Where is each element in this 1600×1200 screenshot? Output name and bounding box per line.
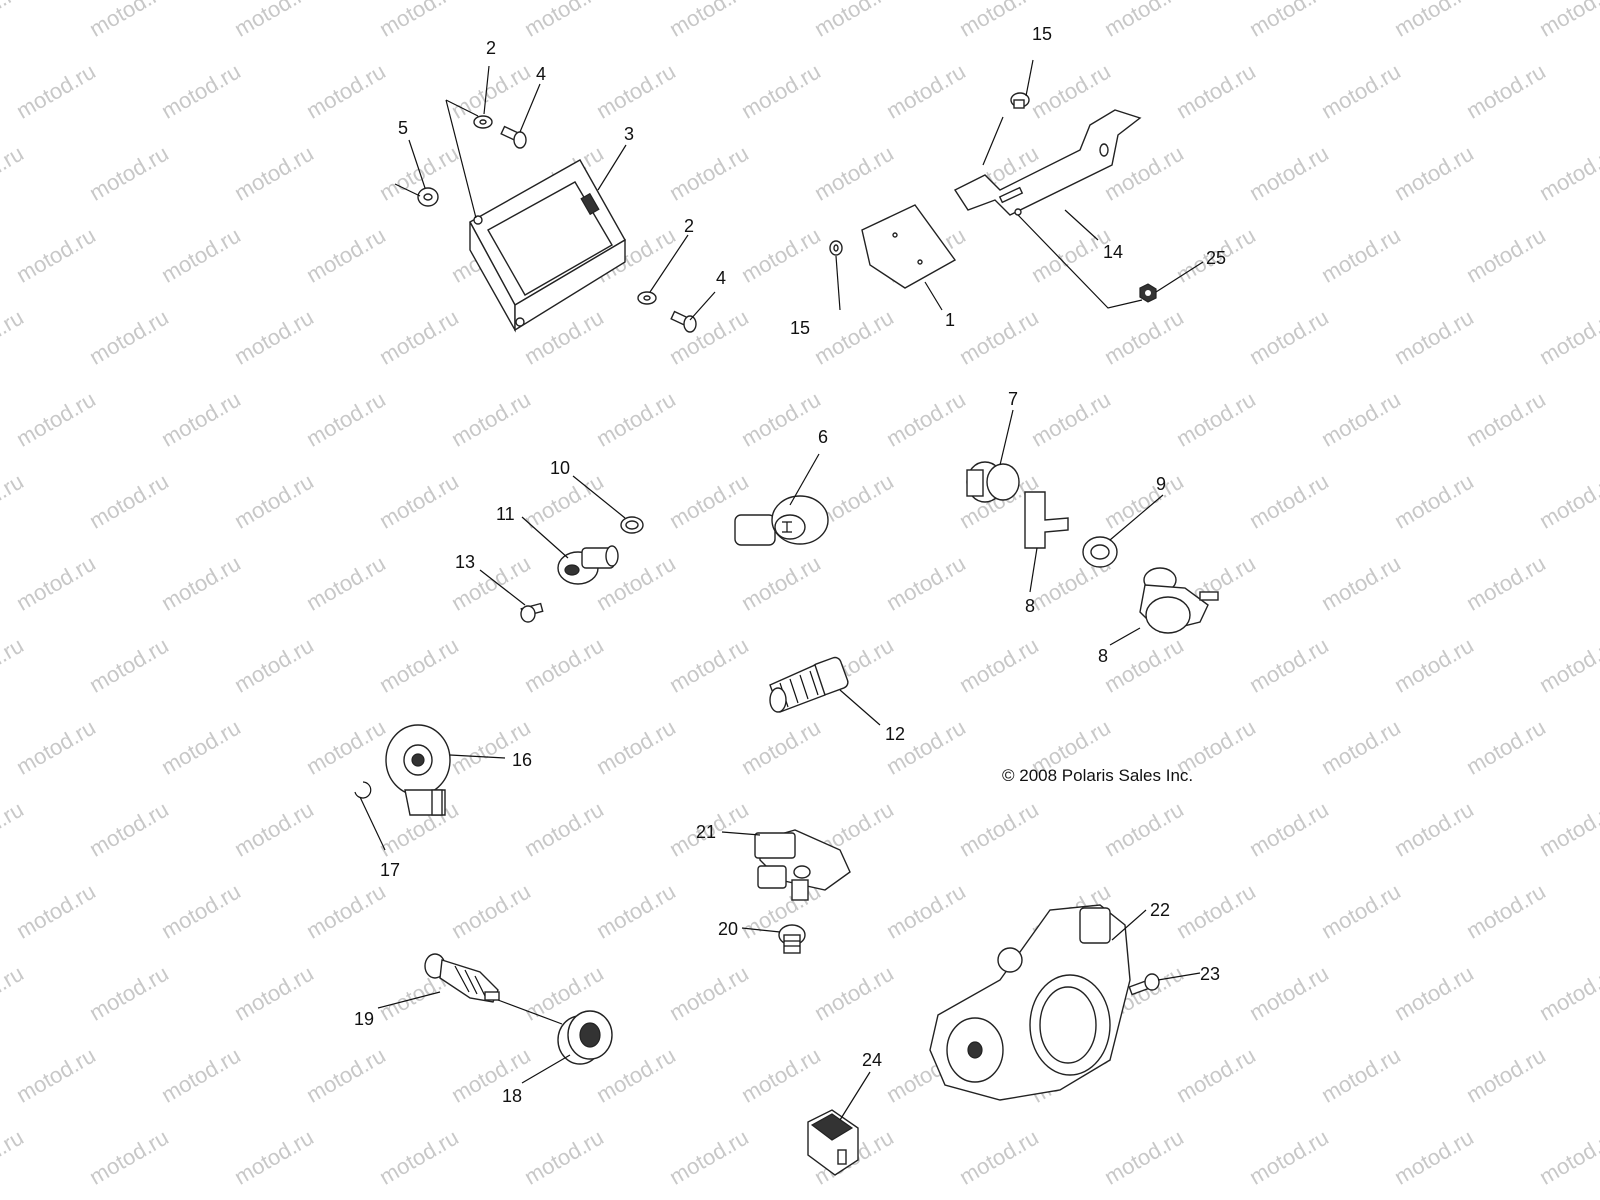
ecu-module-part: [469, 159, 626, 333]
copyright-notice: © 2008 Polaris Sales Inc.: [1002, 766, 1194, 785]
seal-ring-part: [620, 516, 644, 534]
callout-25: 25: [1206, 248, 1226, 268]
callout-23: 23: [1200, 964, 1220, 984]
callout-13: 13: [455, 552, 475, 572]
switch-part: [807, 1109, 859, 1176]
callout-11: 11: [496, 504, 515, 524]
rubber-grommet-part: [557, 1010, 613, 1065]
oxygen-sensor-part: [424, 953, 500, 1003]
callout-8: 8: [1098, 646, 1108, 666]
callout-16: 16: [512, 750, 532, 770]
callout-18: 18: [502, 1086, 522, 1106]
grommet-part: [417, 187, 439, 207]
callout-22: 22: [1150, 900, 1170, 920]
callout-1: 1: [945, 310, 955, 330]
leader-lines: [359, 59, 1204, 1121]
bracket-part: [953, 109, 1142, 216]
callout-5: 5: [398, 118, 408, 138]
callout-4: 4: [716, 268, 726, 288]
callout-9: 9: [1156, 474, 1166, 494]
callout-20: 20: [718, 919, 738, 939]
retaining-clip-part: [354, 781, 372, 799]
callout-8: 8: [1025, 596, 1035, 616]
callout-15: 15: [1032, 24, 1052, 44]
sensor-part: [734, 495, 829, 546]
bolt-part: [520, 602, 544, 623]
callout-3: 3: [624, 124, 634, 144]
callout-2: 2: [486, 38, 496, 58]
callout-15: 15: [790, 318, 810, 338]
callout-4: 4: [536, 64, 546, 84]
callout-labels: 2 4 5 3 2 4 15 15 1 14 25 6 7 9 8 8 10 1…: [354, 24, 1226, 1106]
knock-sensor-part: [385, 724, 451, 816]
mounting-screw-part: [1128, 973, 1160, 996]
callout-21: 21: [696, 822, 716, 842]
callout-14: 14: [1103, 242, 1123, 262]
callout-19: 19: [354, 1009, 374, 1029]
fastener-part: [829, 92, 1030, 256]
map-sensor-part: [754, 829, 851, 901]
clip-part: [1024, 491, 1069, 549]
callout-17: 17: [380, 860, 400, 880]
washer-part: [473, 115, 657, 305]
cam-sensor-part: [557, 545, 619, 585]
speed-sensor-part: [1139, 567, 1219, 634]
seal-part: [778, 924, 806, 954]
cap-part: [966, 461, 1020, 503]
o-ring-part: [1082, 536, 1118, 568]
temperature-sensor-part: [769, 656, 849, 713]
callout-24: 24: [862, 1050, 882, 1070]
callout-12: 12: [885, 724, 905, 744]
cover-part: [861, 204, 957, 289]
callout-6: 6: [818, 427, 828, 447]
callout-2: 2: [684, 216, 694, 236]
callout-10: 10: [550, 458, 570, 478]
nut-part: [1139, 283, 1157, 303]
throttle-body-part: [929, 904, 1131, 1101]
callout-7: 7: [1008, 389, 1018, 409]
